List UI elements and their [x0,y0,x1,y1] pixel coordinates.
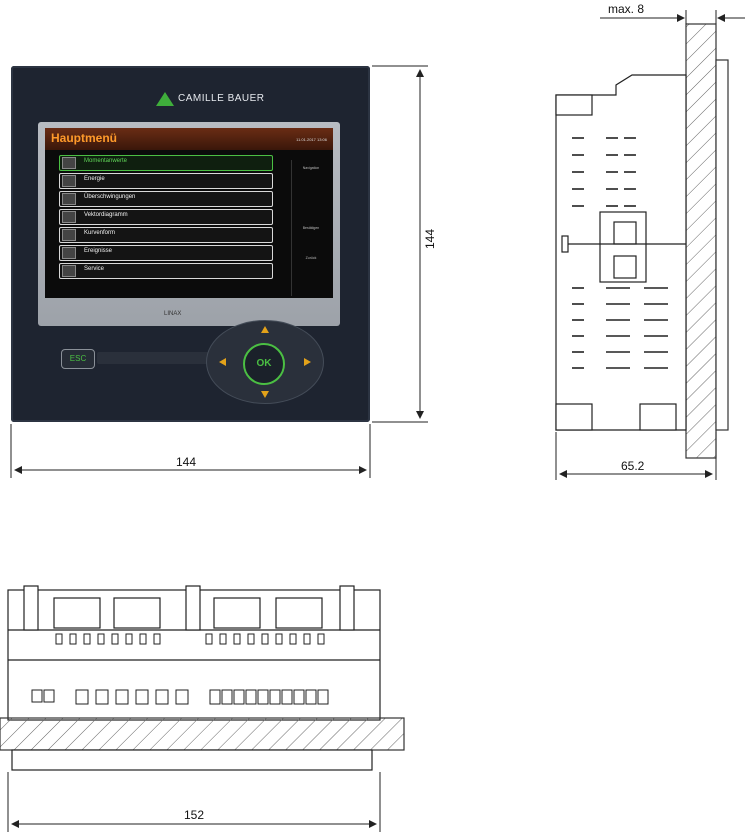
dim-label-depth: 65.2 [621,459,645,473]
menu-item-label: Kurvenform [84,230,116,236]
menu-icon [62,211,76,223]
side-dimension-lines [555,10,745,480]
side-view-device [555,23,729,459]
dim-label-front-width: 144 [176,455,197,469]
menu-icon [62,247,76,259]
front-dimension-lines [10,65,428,478]
arrow-up-icon[interactable] [261,326,269,333]
dim-label-front-height: 144 [423,228,438,250]
menu-icon [62,229,76,241]
menu-icon [62,175,76,187]
navigation-pad[interactable]: OK [206,320,324,404]
screen-date: 11.01.2017 13:06 [296,137,327,142]
screen-title-bar: Hauptmenü 11.01.2017 13:06 [45,128,333,150]
menu-item-vektordiagramm[interactable]: Vektordiagramm [59,209,273,225]
menu-item-label: Überschwingungen [84,194,136,200]
sidebar-back: Zurück [305,256,317,260]
menu-icon [62,157,76,169]
menu-item-kurvenform[interactable]: Kurvenform [59,227,273,243]
arrow-right-icon[interactable] [304,358,311,366]
sidebar-confirm: Bestätigen [302,226,320,230]
front-view-device: CAMILLE BAUER Hauptmenü 11.01.2017 13:06… [11,66,370,422]
screen-sidebar: Navigation Bestätigen Zurück [291,160,332,296]
screen-title: Hauptmenü [51,131,117,145]
menu-item-label: Energie [84,176,105,182]
menu-icon [62,193,76,205]
arrow-down-icon[interactable] [261,391,269,398]
brand-name: CAMILLE BAUER [178,93,265,104]
menu-item-label: Vektordiagramm [84,212,128,218]
sidebar-navigation: Navigation [302,166,320,170]
menu-item-service[interactable]: Service [59,263,273,279]
brand-triangle-icon [156,92,174,106]
esc-button[interactable]: ESC [61,349,95,369]
dim-label-max: max. 8 [608,2,645,16]
display-bezel: Hauptmenü 11.01.2017 13:06 Momentanwerte… [38,122,340,326]
arrow-left-icon[interactable] [219,358,226,366]
model-logo: LINAX [164,311,182,317]
menu-item-label: Ereignisse [84,248,113,254]
ok-button[interactable]: OK [243,343,285,385]
menu-item-label: Momentanwerte [84,158,128,164]
menu-icon [62,265,76,277]
menu-item-label: Service [84,266,105,272]
bottom-dimension-lines [7,772,381,832]
dim-label-bottom-width: 152 [184,808,205,822]
menu-item-momentanwerte[interactable]: Momentanwerte [59,155,273,171]
menu-item-ereignisse[interactable]: Ereignisse [59,245,273,261]
esc-bar [97,352,215,364]
display-screen: Hauptmenü 11.01.2017 13:06 Momentanwerte… [45,128,333,298]
bottom-view-device [0,585,405,771]
menu-item-energie[interactable]: Energie [59,173,273,189]
menu-item-oberschwingungen[interactable]: Überschwingungen [59,191,273,207]
